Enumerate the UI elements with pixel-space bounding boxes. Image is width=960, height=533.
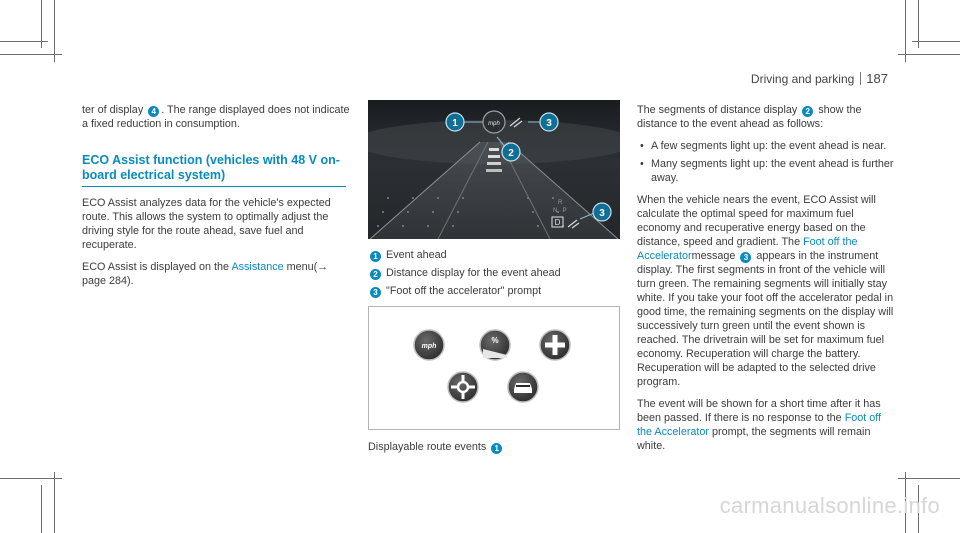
paragraph: ECO Assist is displayed on the Assistanc… [82, 260, 352, 288]
crop-mark [918, 485, 919, 533]
watermark: carmanualsonline.info [719, 493, 940, 518]
number-badge: 4 [148, 106, 160, 117]
foot-off-accelerator-icon [509, 117, 523, 128]
crop-mark [0, 41, 48, 42]
instrument-display-graphic: mph 1 3 2 R N · P D 3 [368, 110, 620, 239]
list-item: Many segments light up: the event ahead … [637, 157, 899, 185]
foot-off-accelerator-link[interactable]: Foot off the Accelerator [637, 412, 882, 438]
crop-mark [0, 478, 62, 479]
legend-text: Distance display for the event ahead [386, 267, 561, 279]
route-events-figure: mph % [368, 306, 620, 430]
number-badge: 1 [370, 251, 381, 262]
distance-segment [489, 148, 499, 151]
crop-mark [41, 485, 42, 533]
roundabout-icon [447, 371, 479, 403]
number-badge: 1 [491, 443, 503, 454]
text: ECO Assist is displayed on the [82, 261, 230, 273]
paragraph: ECO Assist analyzes data for the vehicle… [82, 197, 331, 251]
svg-text:mph: mph [422, 343, 437, 350]
crop-mark [898, 478, 960, 479]
svg-text:%: % [491, 336, 498, 345]
paragraph: The event will be shown for a short time… [637, 397, 899, 453]
header-divider [860, 72, 862, 85]
legend-item: 2 Distance display for the event ahead [368, 266, 628, 280]
text: The segments of distance display [637, 104, 798, 116]
page-number: 187 [866, 71, 888, 86]
gradient-percent-icon: % [479, 329, 511, 361]
callout-2: 2 [501, 142, 521, 162]
foot-off-accelerator-link[interactable]: Foot off the Accelerator [637, 236, 858, 262]
text: The event will be shown for a short time… [637, 398, 881, 424]
crop-mark [54, 472, 55, 533]
distance-segment [487, 162, 501, 165]
text: show the distance to the event ahead as … [637, 104, 862, 130]
foot-off-accelerator-icon [567, 219, 580, 229]
crop-mark [918, 0, 919, 48]
gear-np: N · P [553, 208, 567, 214]
text: prompt, the segments will remain white. [637, 426, 871, 452]
crop-mark [905, 0, 906, 62]
text: menu(→ page 284). [82, 261, 329, 287]
text: appears in the instrument display. The f… [637, 250, 894, 388]
legend-item: 3 "Foot off the accelerator" prompt [368, 284, 628, 298]
gear-d-box [551, 216, 564, 228]
bullet-list: A few segments light up: the event ahead… [637, 139, 899, 185]
right-column: The segments of distance display 2 show … [637, 103, 899, 461]
svg-text:1: 1 [452, 118, 458, 129]
number-badge: 3 [370, 287, 381, 298]
figure-caption: Displayable route events 1 [368, 440, 628, 454]
figure-legend: 1 Event ahead 2 Distance display for the… [368, 248, 628, 302]
crop-mark [41, 0, 42, 48]
running-header: Driving and parking 187 [751, 71, 888, 86]
legend-text: "Foot off the accelerator" prompt [386, 285, 542, 297]
legend-item: 1 Event ahead [368, 248, 628, 262]
heading-underline [82, 186, 346, 187]
callout-3: 3 [539, 112, 559, 132]
legend-text: Event ahead [386, 249, 447, 261]
crop-mark [905, 472, 906, 533]
crop-mark [54, 0, 55, 62]
paragraph: ter of display 4. The range displayed do… [82, 103, 352, 131]
mph-label: mph [488, 121, 500, 127]
caption-text: Displayable route events [368, 441, 487, 453]
gear-d: D [555, 218, 561, 227]
distance-segment [488, 155, 500, 158]
svg-text:3: 3 [599, 208, 605, 219]
svg-text:3: 3 [546, 118, 552, 129]
text: . The range displayed does not indicate … [82, 104, 350, 130]
instrument-display-figure: mph 1 3 2 R N · P D 3 [368, 100, 620, 239]
text: ter of display [82, 104, 144, 116]
left-column: ter of display 4. The range displayed do… [82, 103, 352, 296]
text: When the vehicle nears the event, ECO As… [637, 194, 876, 248]
route-events-graphic: mph % [413, 329, 571, 403]
gear-r: R [558, 200, 563, 206]
callout-1: 1 [445, 112, 465, 132]
number-badge: 3 [740, 252, 752, 263]
intersection-icon [539, 329, 571, 361]
mph-icon: mph [413, 329, 445, 361]
section-title: Driving and parking [750, 72, 855, 86]
distance-segment [486, 169, 502, 172]
callout-3: 3 [592, 202, 612, 222]
paragraph: The segments of distance display 2 show … [637, 103, 899, 131]
number-badge: 2 [802, 106, 814, 117]
number-badge: 2 [370, 269, 381, 280]
assistance-link[interactable]: Assistance [231, 261, 284, 273]
crop-mark [0, 54, 62, 55]
text: message [691, 250, 736, 262]
crop-mark [898, 54, 960, 55]
crop-mark [912, 41, 960, 42]
section-heading: ECO Assist function (vehicles with 48 V … [82, 153, 340, 182]
paragraph: When the vehicle nears the event, ECO As… [637, 193, 899, 389]
svg-text:2: 2 [508, 148, 514, 159]
vehicle-ahead-icon [507, 371, 539, 403]
list-item: A few segments light up: the event ahead… [637, 139, 899, 153]
